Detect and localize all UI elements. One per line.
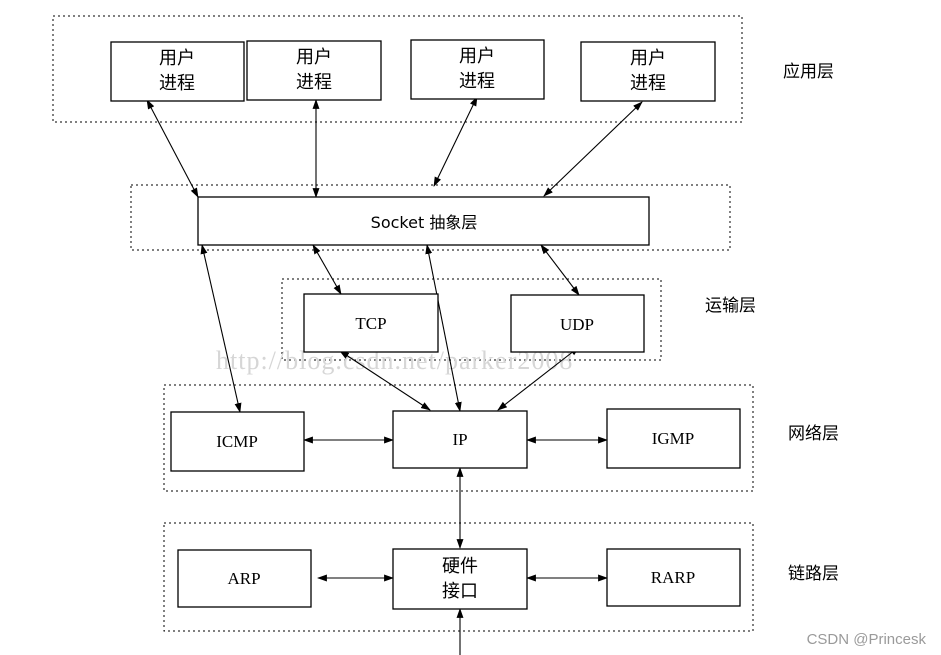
user-process-1-line1: 用户 xyxy=(159,48,195,69)
user-process-4-line2: 进程 xyxy=(630,73,666,94)
arp-label: ARP xyxy=(227,569,260,588)
igmp-label: IGMP xyxy=(652,429,695,448)
arrow-socket-icmp xyxy=(200,244,242,413)
user-process-1: 用户 进程 xyxy=(110,41,245,102)
csdn-credit: CSDN @Princesk xyxy=(807,631,927,648)
hardware-interface-line2: 接口 xyxy=(442,581,478,602)
connection-arrows xyxy=(146,96,643,655)
icmp-label: ICMP xyxy=(216,432,258,451)
icmp-box: ICMP xyxy=(170,411,305,472)
user-process-2-line1: 用户 xyxy=(296,47,332,68)
hardware-interface-box: 硬件 接口 xyxy=(392,548,528,610)
user-process-3: 用户 进程 xyxy=(410,39,545,100)
link-layer-label: 链路层 xyxy=(788,564,839,584)
link-layer-region xyxy=(163,522,754,632)
udp-box: UDP xyxy=(510,294,645,353)
user-process-3-line1: 用户 xyxy=(459,46,495,67)
tcp-box: TCP xyxy=(303,293,439,353)
network-layer-region xyxy=(163,384,754,492)
ip-label: IP xyxy=(452,430,467,449)
user-process-3-line2: 进程 xyxy=(459,71,495,92)
arrow-socket-tcp xyxy=(312,244,342,295)
arrow-user4-socket xyxy=(543,101,643,197)
arp-box: ARP xyxy=(177,549,312,608)
udp-label: UDP xyxy=(560,315,594,334)
arrow-socket-ip xyxy=(425,244,462,412)
user-process-4: 用户 进程 xyxy=(580,41,716,102)
socket-layer-region xyxy=(130,184,731,251)
arrow-tcp-ip xyxy=(339,350,431,411)
arrow-user1-socket xyxy=(146,99,199,198)
rarp-label: RARP xyxy=(651,568,695,587)
socket-layer-box: Socket 抽象层 xyxy=(197,196,650,246)
user-process-1-line2: 进程 xyxy=(159,73,195,94)
user-process-4-line1: 用户 xyxy=(630,48,666,69)
socket-layer-label: Socket 抽象层 xyxy=(371,213,478,232)
transport-layer-label: 运输层 xyxy=(705,296,756,316)
arrow-udp-ip xyxy=(497,346,580,411)
tcp-label: TCP xyxy=(355,314,386,333)
network-layer-label: 网络层 xyxy=(788,424,839,444)
rarp-box: RARP xyxy=(606,548,741,607)
arrow-socket-udp xyxy=(540,244,580,296)
hardware-interface-line1: 硬件 xyxy=(442,556,478,577)
igmp-box: IGMP xyxy=(606,408,741,469)
application-layer-region xyxy=(52,15,743,123)
application-layer-label: 应用层 xyxy=(783,62,834,82)
user-process-2-line2: 进程 xyxy=(296,72,332,93)
arrow-user3-socket xyxy=(433,96,478,187)
user-process-2: 用户 进程 xyxy=(246,40,382,101)
ip-box: IP xyxy=(392,410,528,469)
